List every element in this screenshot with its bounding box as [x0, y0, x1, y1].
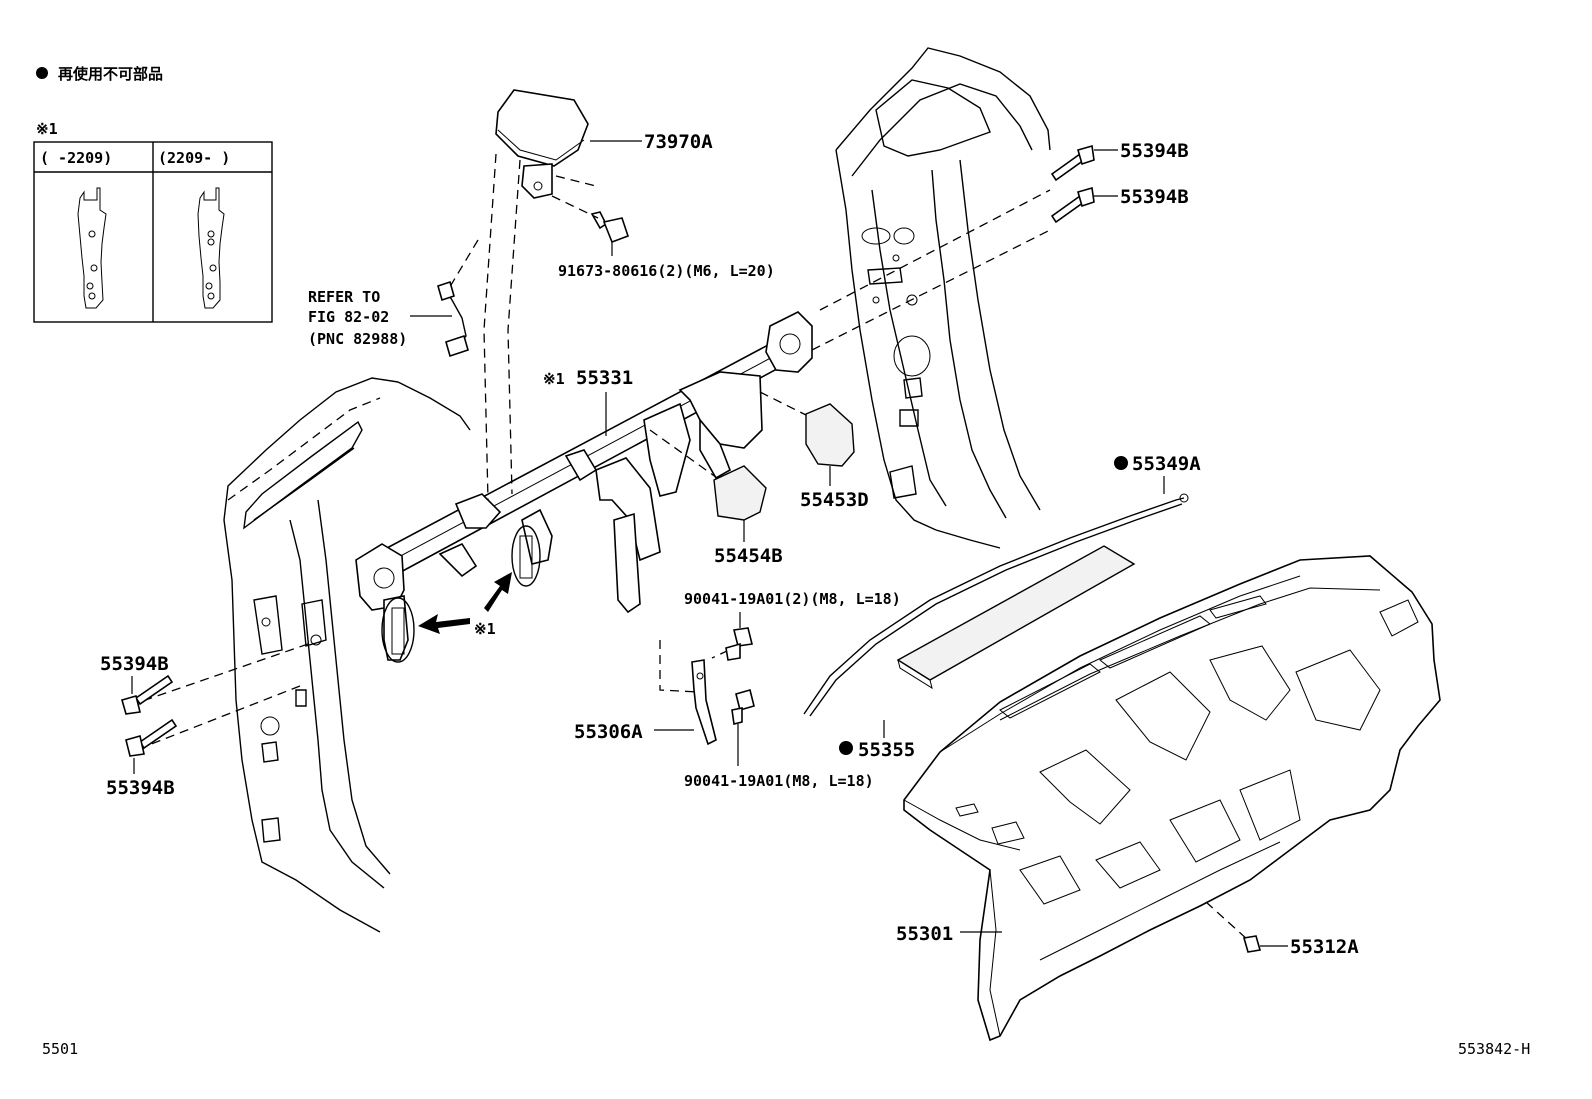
footer-left-code: 5501: [42, 1040, 78, 1058]
non-reusable-bullet-icon: [839, 741, 853, 755]
non-reusable-bullet-icon: [1114, 456, 1128, 470]
label-55394B-3: 55394B: [100, 653, 169, 675]
label-55301: 55301: [896, 923, 953, 945]
part-55331: ※1 55331: [543, 367, 633, 436]
part-55355: 55355: [839, 545, 1136, 761]
label-55331: 55331: [576, 367, 633, 389]
label-73970A: 73970A: [644, 131, 713, 153]
label-55394B-1: 55394B: [1120, 140, 1189, 162]
wire-harness-connector: [410, 280, 469, 358]
label-55331-marker: ※1: [543, 370, 565, 388]
label-55454B: 55454B: [714, 545, 783, 567]
label-55306A: 55306A: [574, 721, 643, 743]
bracket-variant-1-drawing: [77, 187, 107, 309]
label-91673: 91673-80616(2)(M6, L=20): [558, 262, 775, 280]
label-55349A: 55349A: [1132, 453, 1201, 475]
part-55301-instrument-panel: 55301: [896, 555, 1441, 1042]
part-55349A: 55349A: [803, 453, 1201, 717]
part-55453D: 55453D: [800, 403, 869, 511]
refer-line-2: FIG 82-02: [308, 308, 389, 326]
part-55394B-top: 55394B 55394B: [1050, 140, 1189, 224]
inset-column-2-label: (2209- ): [158, 149, 230, 167]
refer-line-3: (PNC 82988): [308, 330, 407, 348]
left-pillar-body: [223, 377, 471, 933]
steering-support-beam: [355, 311, 814, 661]
label-55394B-4: 55394B: [106, 777, 175, 799]
label-90041-b: 90041-19A01(M8, L=18): [684, 772, 874, 790]
non-reusable-bullet-icon: [36, 67, 48, 79]
label-90041-a: 90041-19A01(2)(M8, L=18): [684, 590, 901, 608]
part-91673-bolt: 91673-80616(2)(M6, L=20): [558, 211, 775, 280]
inset-marker: ※1: [36, 120, 58, 138]
inset-column-1-label: ( -2209): [40, 149, 112, 167]
part-55394B-left: 55394B 55394B: [100, 653, 178, 799]
arrow-left-icon: [418, 614, 470, 634]
variant-inset: ※1 ( -2209) (2209- ): [33, 120, 273, 323]
bracket-variant-2-drawing: [197, 187, 225, 309]
assembly-dashed-lines: [127, 153, 1051, 751]
part-55306A: 55306A: [574, 659, 717, 746]
footer-right-code: 553842-H: [1458, 1040, 1530, 1058]
part-55312A: 55312A: [1205, 901, 1359, 958]
label-55355: 55355: [858, 739, 915, 761]
label-55394B-2: 55394B: [1120, 186, 1189, 208]
legend-text: 再使用不可部品: [58, 65, 163, 83]
refer-line-1: REFER TO: [308, 288, 380, 306]
refer-note: REFER TO FIG 82-02 (PNC 82988): [308, 288, 407, 348]
right-pillar-body: [835, 47, 1051, 549]
label-55453D: 55453D: [800, 489, 869, 511]
part-73970A: 73970A: [495, 89, 713, 199]
arrow-up-icon: [484, 572, 512, 612]
legend: 再使用不可部品: [36, 65, 163, 83]
part-55454B: 55454B: [713, 465, 783, 567]
label-55312A: 55312A: [1290, 936, 1359, 958]
part-90041-bolts: 90041-19A01(2)(M8, L=18) 90041-19A01(M8,…: [684, 590, 901, 790]
callout-marker: ※1: [474, 620, 496, 638]
bracket-detail-callouts: ※1: [381, 525, 541, 663]
